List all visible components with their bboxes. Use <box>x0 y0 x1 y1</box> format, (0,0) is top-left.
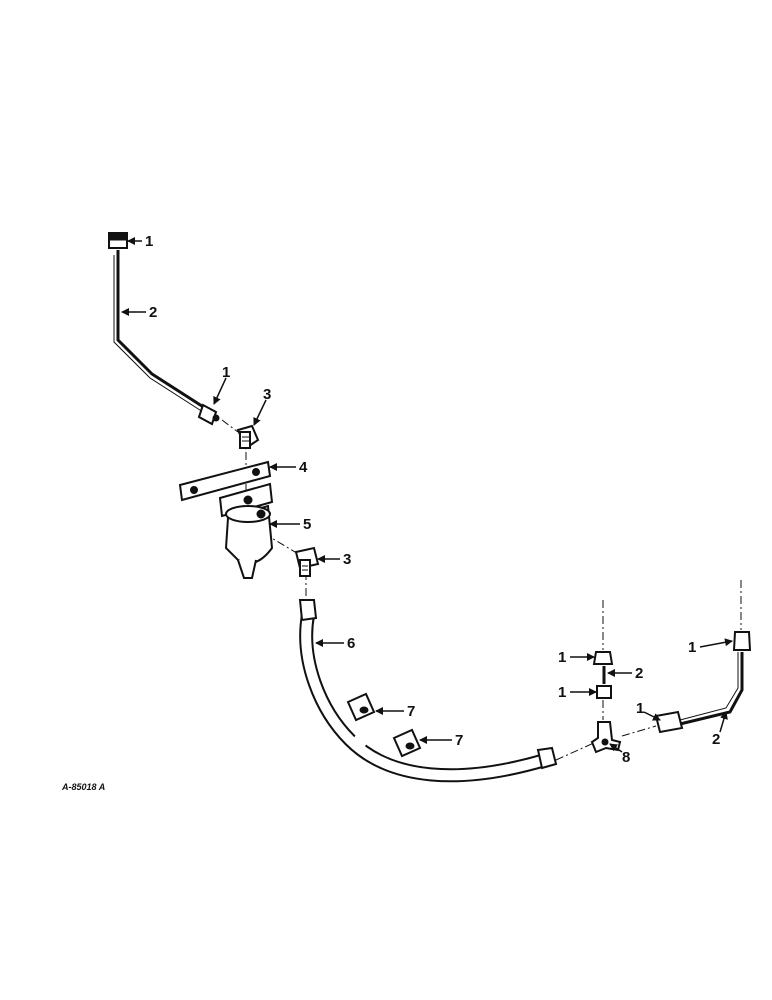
hose-clip-b <box>392 728 422 758</box>
fuel-line-upper <box>113 250 206 413</box>
hose-clip-a <box>346 692 376 722</box>
callout-4-bracket: 4 <box>299 459 308 476</box>
callout-1-right-nut: 1 <box>636 700 644 717</box>
elbow-fitting-lower <box>294 546 320 577</box>
elbow-fitting-upper <box>236 424 260 450</box>
callout-3-lower-elbow: 3 <box>343 551 351 568</box>
callout-8-tee: 8 <box>622 749 630 766</box>
callout-7-clip-a: 7 <box>407 703 415 720</box>
callout-2-upper-line: 2 <box>149 304 157 321</box>
callout-2-right-line: 2 <box>712 731 720 748</box>
callout-7-clip-b: 7 <box>455 732 463 749</box>
callout-1-center-top: 1 <box>558 649 566 666</box>
short-fuel-line <box>592 600 614 720</box>
fuel-hose <box>298 599 558 783</box>
callout-1-right-top: 1 <box>688 639 696 656</box>
drawing-code: A-85018 A <box>61 782 105 792</box>
callout-6-hose: 6 <box>347 635 355 652</box>
callout-5-filter: 5 <box>303 516 311 533</box>
callout-1-lower-nut: 1 <box>222 364 230 381</box>
callout-2-short-line: 2 <box>635 665 643 682</box>
connector-nut-lower <box>197 403 220 426</box>
fuel-line-right <box>654 580 752 734</box>
fuel-filter <box>218 482 274 579</box>
callout-3-upper-elbow: 3 <box>263 386 271 403</box>
connector-nut-top <box>108 232 128 249</box>
mounting-bracket <box>178 460 272 502</box>
callout-1-top: 1 <box>145 233 153 250</box>
callout-1-center-bottom: 1 <box>558 684 566 701</box>
